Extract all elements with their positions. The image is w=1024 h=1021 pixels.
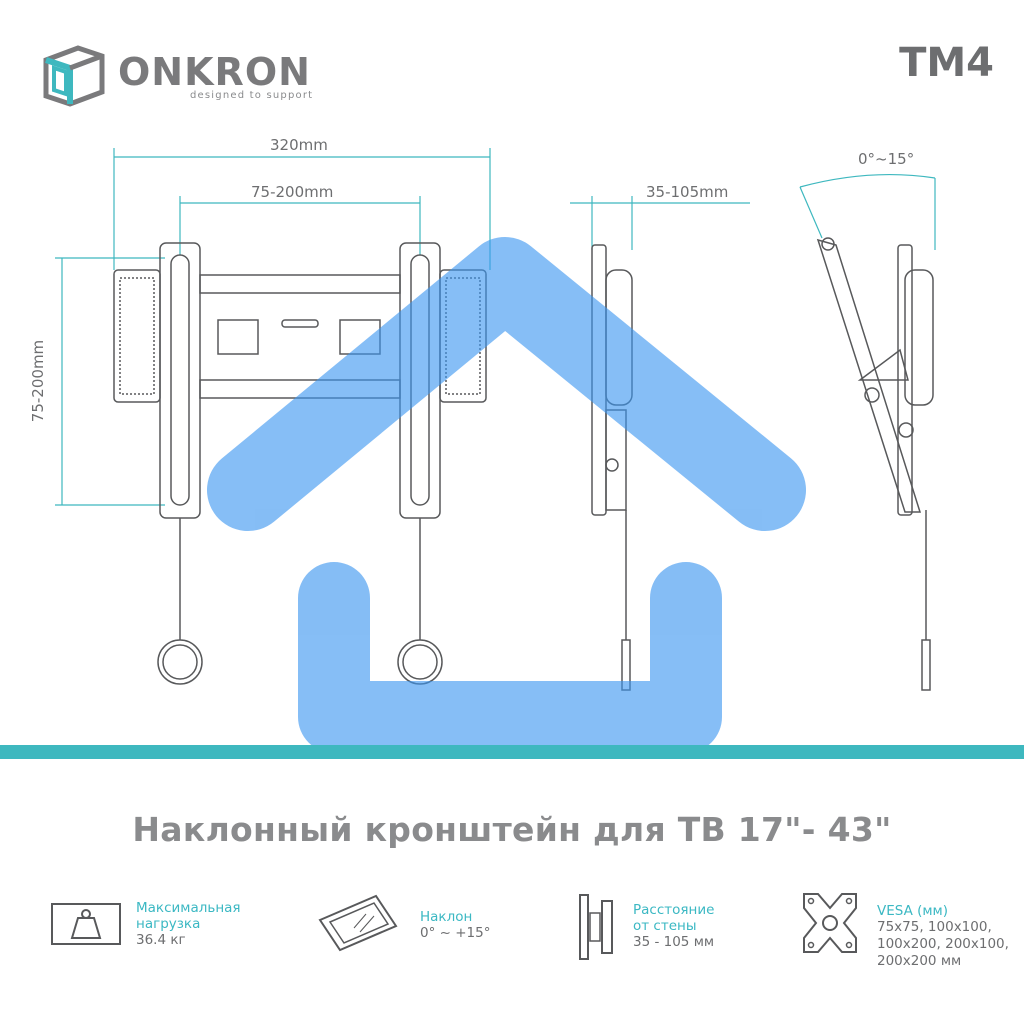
feature-label: Расстояние bbox=[633, 902, 715, 918]
feature-wall-distance: Расстояние от стены 35 - 105 мм bbox=[633, 902, 714, 951]
tilt-icon bbox=[318, 894, 398, 952]
onkron-logo-icon bbox=[43, 45, 105, 107]
feature-value: 0° ~ +15° bbox=[420, 925, 491, 941]
weight-icon bbox=[51, 903, 121, 945]
feature-vesa: VESA (мм) 75x75, 100x100, 100x200, 200x1… bbox=[877, 903, 1009, 970]
tilt-label: 0°~15° bbox=[858, 150, 915, 168]
vesa-horizontal-label: 75-200mm bbox=[251, 183, 334, 201]
wall-distance-label: 35-105mm bbox=[646, 183, 729, 201]
vesa-icon bbox=[803, 893, 857, 953]
tilted-view bbox=[816, 237, 934, 691]
model-name: TM4 bbox=[899, 40, 994, 86]
feature-label: от стены bbox=[633, 918, 697, 934]
feature-label: нагрузка bbox=[136, 916, 201, 932]
brand-tagline: designed to support bbox=[190, 90, 314, 101]
wall-distance-icon bbox=[579, 894, 613, 960]
divider-band bbox=[0, 745, 1024, 759]
home-icon bbox=[207, 237, 806, 753]
feature-value: 200x200 мм bbox=[877, 953, 962, 969]
feature-value: 36.4 кг bbox=[136, 932, 186, 948]
dimension-lines bbox=[55, 148, 936, 506]
vesa-vertical-label: 75-200mm bbox=[29, 339, 47, 423]
width-dimension-label: 320mm bbox=[270, 136, 328, 154]
feature-label: Максимальная bbox=[136, 900, 241, 916]
product-title: Наклонный кронштейн для ТВ 17"- 43" bbox=[132, 810, 892, 849]
feature-max-load: Максимальная нагрузка 36.4 кг bbox=[136, 900, 241, 949]
feature-tilt: Наклон 0° ~ +15° bbox=[420, 909, 490, 942]
feature-value: 35 - 105 мм bbox=[633, 934, 715, 950]
feature-value: 100x200, 200x100, bbox=[877, 936, 1009, 952]
technical-drawing bbox=[55, 148, 936, 753]
feature-value: 75x75, 100x100, bbox=[877, 919, 992, 935]
feature-label: Наклон bbox=[420, 909, 473, 925]
brand-name: ONKRON bbox=[118, 50, 311, 94]
feature-label: VESA (мм) bbox=[877, 903, 949, 919]
